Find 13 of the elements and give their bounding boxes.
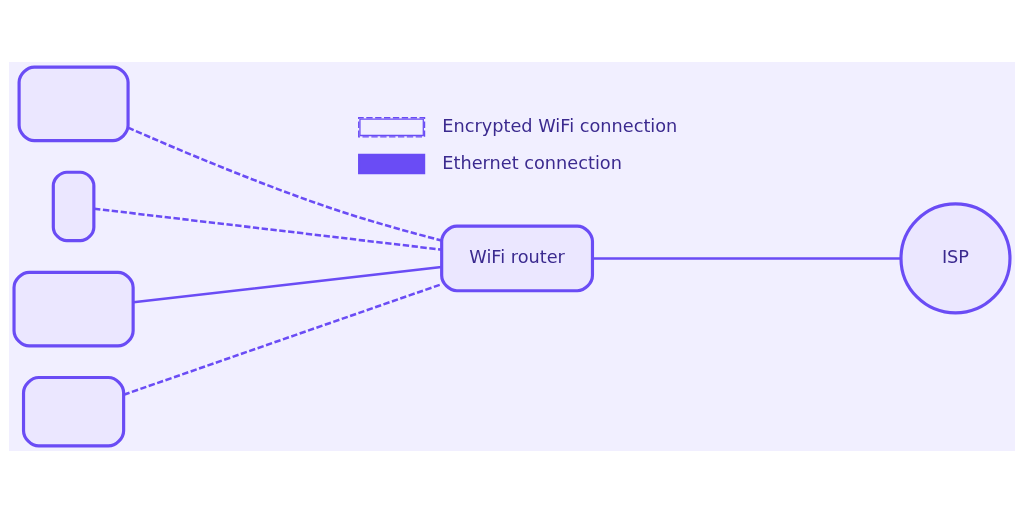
node-box: WiFi router xyxy=(440,224,595,292)
node-box xyxy=(51,170,96,242)
legend-label: Ethernet connection xyxy=(442,152,622,173)
node-circle: ISP xyxy=(899,201,1012,314)
connector xyxy=(127,126,442,242)
node-box xyxy=(21,375,126,447)
connector xyxy=(123,282,442,396)
node-box xyxy=(17,65,130,142)
connector xyxy=(133,265,442,304)
node-box xyxy=(12,270,135,347)
connector xyxy=(94,207,442,251)
connector xyxy=(592,256,901,260)
legend-label: Encrypted WiFi connection xyxy=(442,115,678,136)
